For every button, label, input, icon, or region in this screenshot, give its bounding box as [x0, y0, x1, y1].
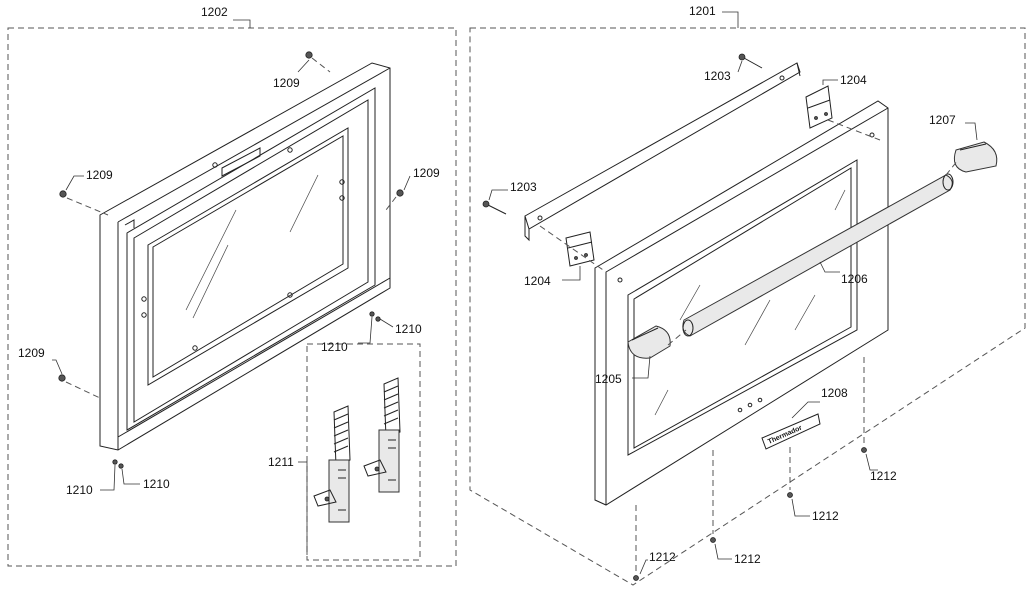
hinge-right — [363, 377, 401, 493]
callout-1203-top: 1203 — [704, 69, 731, 83]
callout-1210-left-b: 1210 — [143, 477, 170, 491]
screw-1212-bottom-left: 1212 — [633, 505, 676, 581]
hinge-kit-box — [306, 343, 421, 561]
callout-1212-bottom-left: 1212 — [649, 550, 676, 564]
callout-1212-right-lower: 1212 — [812, 509, 839, 523]
callout-1205: 1205 — [595, 372, 622, 386]
screw-1203-top: 1203 — [704, 53, 763, 83]
callout-1210-right-a: 1210 — [395, 322, 422, 336]
callout-1203-left: 1203 — [510, 180, 537, 194]
screw-1209-left-upper: 1209 — [59, 168, 113, 216]
callout-1209-right: 1209 — [413, 166, 440, 180]
callout-1210-right-b: 1210 — [321, 340, 348, 354]
door-liner-1202 — [99, 62, 391, 451]
callout-1211-group: 1211 — [268, 455, 308, 555]
assembly-1202-box — [7, 19, 457, 567]
screws-1210-left: 1210 1210 — [66, 459, 170, 497]
callout-1212-right: 1212 — [870, 469, 897, 483]
end-cap-1207: 1207 — [929, 113, 998, 173]
callout-1208: 1208 — [821, 386, 848, 400]
logo-badge-1208: Thermador 1208 — [761, 386, 848, 450]
screw-1209-right: 1209 — [385, 166, 440, 211]
callout-1201: 1201 — [689, 4, 716, 18]
callout-1207: 1207 — [929, 113, 956, 127]
screw-1212-center: 1212 — [710, 450, 761, 566]
screw-1212-right: 1212 — [861, 357, 897, 483]
callout-1211: 1211 — [268, 455, 294, 469]
callout-1212-center: 1212 — [734, 552, 761, 566]
screw-1209-left-lower: 1209 — [18, 346, 101, 399]
outer-door-1201 — [594, 100, 889, 506]
hinge-left — [313, 405, 351, 523]
screw-1203-left: 1203 — [482, 180, 537, 215]
callout-1204-bottom: 1204 — [524, 274, 551, 288]
callout-1206: 1206 — [841, 272, 868, 286]
screw-1212-right-lower: 1212 — [787, 447, 839, 523]
callout-1209-left-upper: 1209 — [86, 168, 113, 182]
assembly-1201-box — [469, 11, 1026, 586]
callout-1209-left-lower: 1209 — [18, 346, 45, 360]
callout-1209-top: 1209 — [273, 76, 300, 90]
screw-1209-top: 1209 — [273, 51, 331, 90]
handle-bar-1206: 1206 — [682, 173, 954, 337]
end-cap-1205: 1205 — [595, 325, 671, 386]
bracket-1204-top: 1204 — [805, 73, 867, 129]
bracket-1204-bottom: 1204 — [524, 231, 595, 288]
top-trim-1203 — [524, 62, 801, 242]
callout-1202: 1202 — [201, 5, 228, 19]
screws-1210-right: 1210 1210 — [321, 311, 422, 354]
callout-1204-top: 1204 — [840, 73, 867, 87]
callout-1210-left-a: 1210 — [66, 483, 93, 497]
